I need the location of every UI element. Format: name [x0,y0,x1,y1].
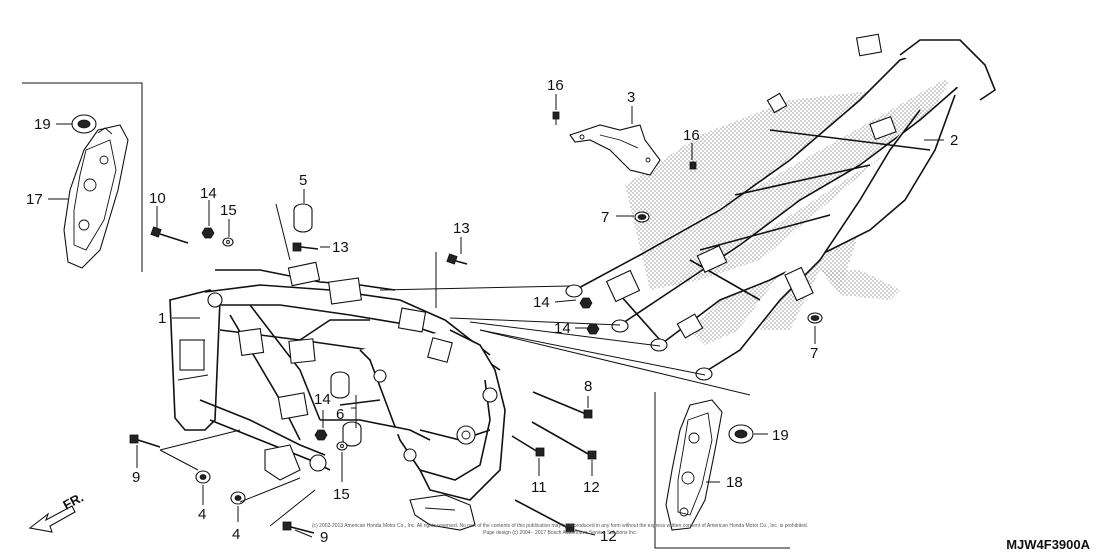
callout-16-a: 16 [547,77,564,94]
callout-numbers: 1 2 3 4 4 5 6 7 7 8 9 9 10 11 12 12 13 1… [26,77,958,546]
callout-13-b: 13 [453,220,470,237]
bolt-11 [511,435,545,457]
svg-text:Page design (c) 2004 - 2017 Bo: Page design (c) 2004 - 2017 Bosch Automo… [483,530,637,536]
callout-8: 8 [584,378,592,395]
callout-4-b: 4 [232,526,240,543]
bolt-13-a [292,242,319,252]
collar-6-b [342,421,362,447]
collar-6-a [330,371,350,399]
callout-7-a: 7 [601,209,609,226]
nut-4-b [230,491,246,505]
callout-19-a: 19 [34,116,51,133]
washer-15-a [222,237,234,247]
callout-15-b: 15 [333,486,350,503]
callout-14-c: 14 [554,320,571,337]
nut-14-d [314,429,328,441]
svg-text:(c) 2002-2013 American Honda M: (c) 2002-2013 American Honda Motor Co., … [312,523,808,529]
callout-19-b: 19 [772,427,789,444]
screw-16-a [552,111,560,125]
screw-16-b [689,161,697,170]
grommet-7-a [634,211,650,223]
right-inset-panel [654,392,790,549]
callout-5: 5 [299,172,307,189]
callout-1: 1 [158,310,166,327]
callout-10: 10 [149,190,166,207]
bracket-3 [569,124,661,176]
callout-14-d: 14 [314,391,331,408]
left-inset-panel [22,82,143,272]
leader-lines [136,94,944,538]
bolt-12-b [514,499,575,533]
callout-11: 11 [531,479,547,496]
diagram-code: MJW4F3900A [1006,537,1090,552]
callout-2: 2 [950,132,958,149]
frame-side-cover-right [665,399,723,531]
frame-side-cover-left [63,124,129,269]
bolt-13-b [446,253,468,265]
callout-14-b: 14 [533,294,550,311]
collar-5 [293,203,313,233]
rear-subframe [565,33,996,381]
bolt-8 [532,391,593,419]
nut-14-a [579,297,593,309]
bolt-10 [150,226,189,244]
callout-16-b: 16 [683,127,700,144]
front-direction-arrow: FR. [28,490,86,533]
copyright-notice: (c) 2002-2013 American Honda Motor Co., … [312,523,808,536]
callout-18: 18 [726,474,743,491]
callout-9-a: 9 [132,469,140,486]
grommet-19-right [728,424,754,444]
nut-14-c [201,227,215,239]
bolt-9-a [129,434,161,448]
callout-12-a: 12 [583,479,600,496]
callout-12-b: 12 [600,528,617,545]
callout-15-a: 15 [220,202,237,219]
callout-7-b: 7 [810,345,818,362]
nut-4-a [195,470,211,484]
main-frame [169,261,506,531]
callout-4-a: 4 [198,506,206,523]
callout-14-a: 14 [200,185,217,202]
callout-13-a: 13 [332,239,349,256]
callout-9-b: 9 [320,529,328,546]
grommet-7-b [807,312,823,324]
washer-15-b [336,441,348,451]
bolt-12-a [531,421,597,460]
bolt-9-b [282,521,315,534]
callout-3: 3 [627,89,635,106]
callout-6: 6 [336,406,344,423]
grommet-19-left [71,114,97,134]
direction-label: FR. [60,490,86,513]
nut-14-b [586,323,600,335]
callout-17: 17 [26,191,43,208]
